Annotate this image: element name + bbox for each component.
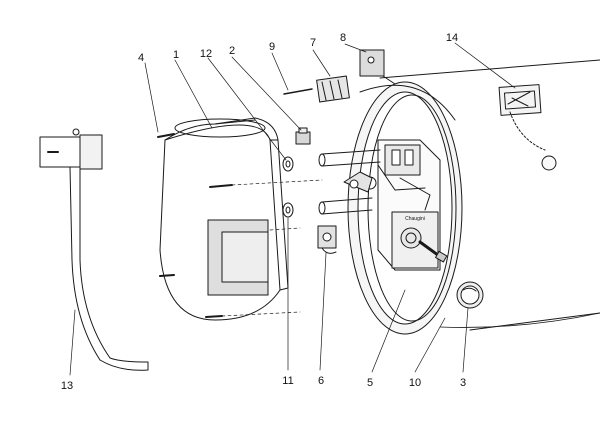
terminal-block [316,75,350,103]
brand-plate-text: Chaugini [405,216,425,222]
tank-plug [541,155,557,171]
callout-labels: 4 1 12 2 9 7 8 14 11 6 5 10 3 13 [61,32,466,392]
callout-11: 11 [282,375,293,387]
callout-10: 10 [409,377,421,389]
thermal-cutout [317,225,337,254]
callout-8: 8 [340,32,346,44]
callout-1: 1 [173,49,179,61]
earth-connector [359,49,396,85]
control-panel: Chaugini [363,139,448,271]
gaskets [282,156,294,218]
alignment-lines [221,179,323,317]
callout-4: 4 [138,52,144,64]
indicator-light [456,281,484,309]
cover-screws [157,133,233,318]
callout-2: 2 [229,45,235,57]
terminal-screw [283,88,313,95]
leader-lines [69,42,516,376]
callout-3: 3 [460,377,466,389]
callout-13: 13 [61,380,73,392]
callout-7: 7 [310,37,316,49]
callout-14: 14 [446,32,458,44]
callout-12: 12 [200,48,212,60]
callout-5: 5 [367,377,373,389]
heating-element-rods [318,149,381,215]
wall-bracket [39,128,149,371]
rating-plate [498,84,542,116]
front-cover [159,117,289,321]
callout-9: 9 [269,41,275,53]
callout-6: 6 [318,375,324,387]
plate-wire [509,111,546,151]
thermostat-fitting [295,127,311,145]
